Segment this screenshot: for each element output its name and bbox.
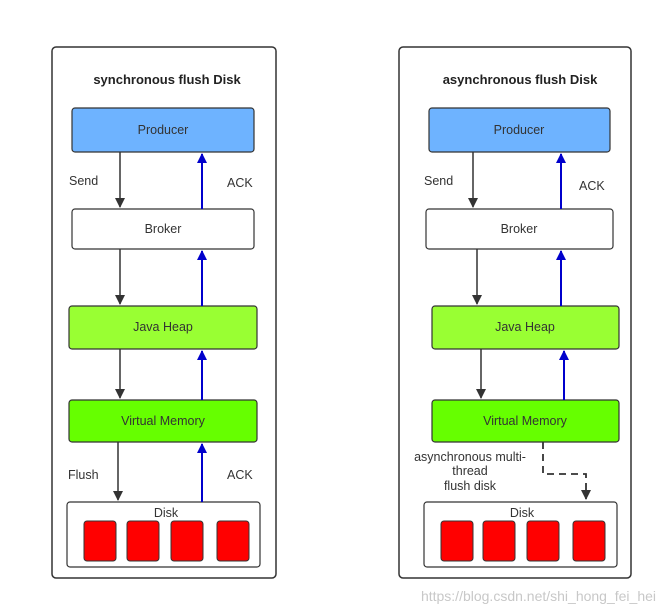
sync-java-heap-box: [68, 305, 258, 350]
async-flush-dashed-arrow: [542, 442, 591, 500]
sync-panel: synchronous flush Disk Producer Broker J…: [51, 46, 277, 579]
async-java-heap-box: [431, 305, 620, 350]
sync-broker-box: [71, 208, 255, 250]
async-flush-note-line2: thread: [452, 464, 487, 478]
watermark-text: https://blog.csdn.net/shi_hong_fei_hei: [421, 588, 656, 604]
async-send-label: Send: [424, 174, 453, 188]
sync-disk-label: Disk: [154, 506, 179, 520]
async-broker-box: [425, 208, 614, 250]
sync-java-heap-label: Java Heap: [133, 320, 193, 334]
async-flush-note-line3: flush disk: [444, 479, 497, 493]
sync-producer-box: [71, 107, 255, 153]
async-virtual-memory-box: [431, 399, 620, 443]
async-disk-block: [572, 520, 606, 562]
async-disk-block: [526, 520, 560, 562]
async-producer-box: [428, 107, 611, 153]
sync-ack-bottom-label: ACK: [227, 468, 253, 482]
async-java-heap-label: Java Heap: [495, 320, 555, 334]
async-disk-block: [440, 520, 474, 562]
async-disk-block: [482, 520, 516, 562]
sync-disk-block: [126, 520, 160, 562]
async-panel: asynchronous flush Disk Producer Broker …: [398, 46, 632, 579]
sync-panel-title: synchronous flush Disk: [93, 72, 241, 87]
sync-broker-label: Broker: [145, 222, 182, 236]
sync-flush-label: Flush: [68, 468, 99, 482]
sync-disk-block: [83, 520, 117, 562]
sync-virtual-memory-box: [68, 399, 258, 443]
async-panel-title: asynchronous flush Disk: [443, 72, 598, 87]
async-producer-label: Producer: [494, 123, 545, 137]
async-ack-top-label: ACK: [579, 179, 605, 193]
sync-send-label: Send: [69, 174, 98, 188]
sync-virtual-memory-label: Virtual Memory: [121, 414, 206, 428]
async-disk-label: Disk: [510, 506, 535, 520]
async-flush-note-line1: asynchronous multi-: [414, 450, 526, 464]
async-broker-label: Broker: [501, 222, 538, 236]
async-virtual-memory-label: Virtual Memory: [483, 414, 568, 428]
sync-disk-block: [216, 520, 250, 562]
sync-producer-label: Producer: [138, 123, 189, 137]
sync-ack-top-label: ACK: [227, 176, 253, 190]
sync-disk-block: [170, 520, 204, 562]
